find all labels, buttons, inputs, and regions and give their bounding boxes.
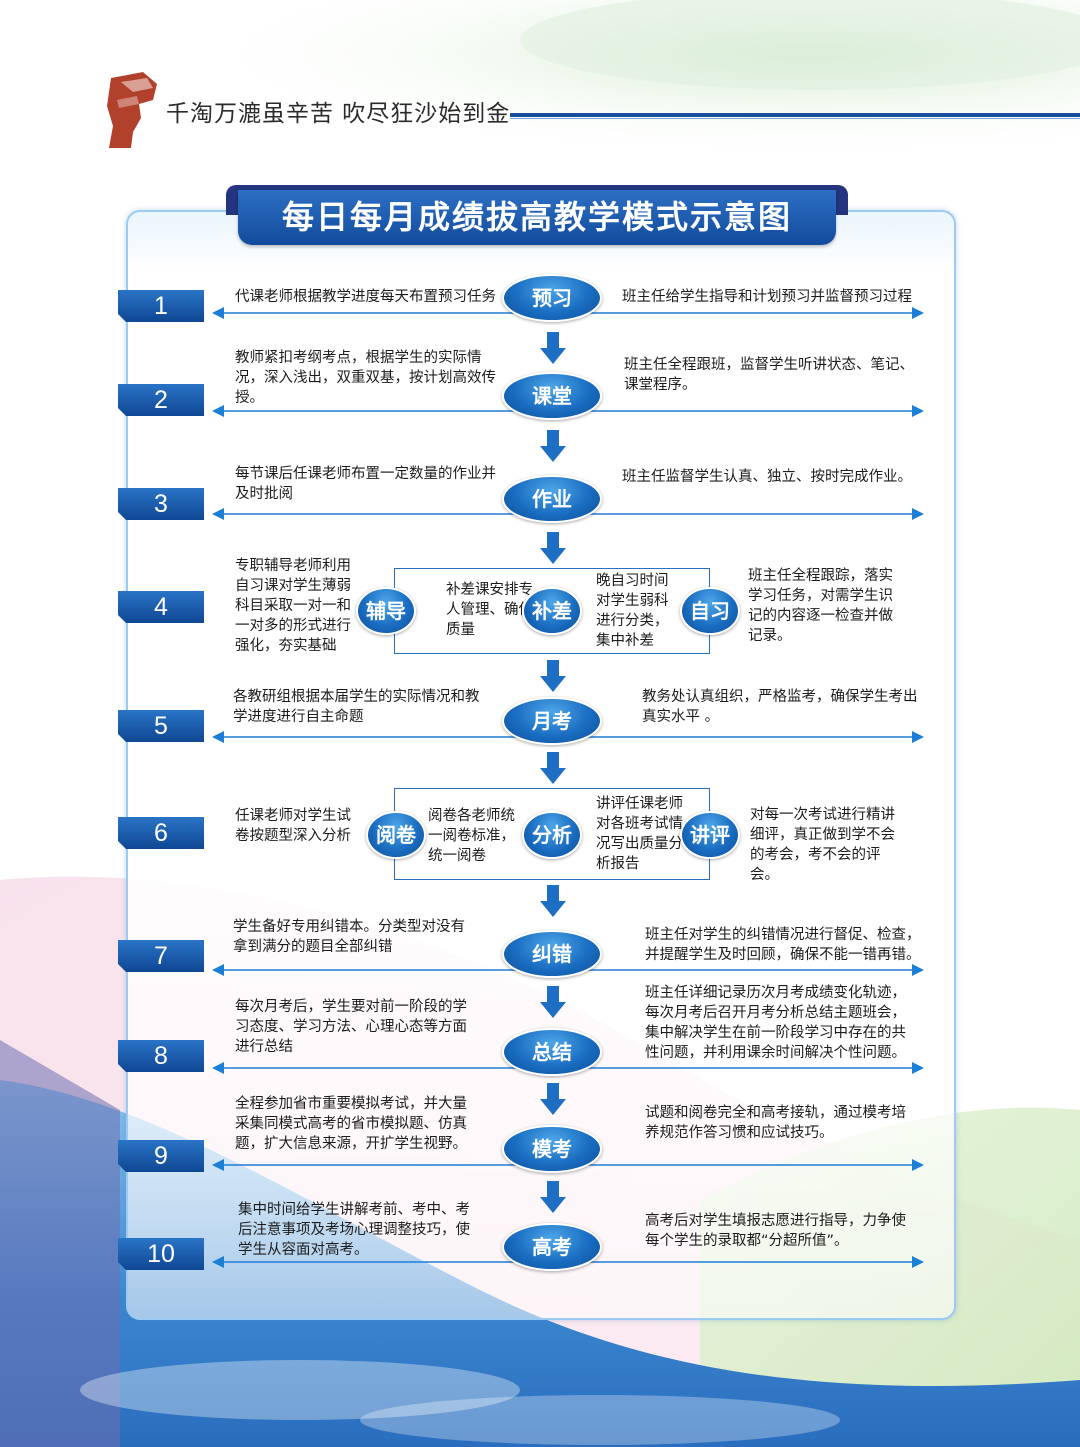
arrow-down-icon xyxy=(540,986,566,1018)
step-4-sub-text-3: 晚自习时间对学生弱科进行分类，集中补差 xyxy=(596,573,669,649)
step-9-label: 模考 xyxy=(502,1125,602,1173)
step-4-sub-text-2: 补差课安排专人管理、确保质量 xyxy=(446,582,533,638)
step-number-3: 3 xyxy=(118,488,204,520)
header-divider-thin xyxy=(510,118,1080,119)
step-10-label: 高考 xyxy=(502,1223,602,1271)
step-3-left-text: 每节课后任课老师布置一定数量的作业并及时批阅 xyxy=(235,466,496,502)
step-7-left-text: 学生备好专用纠错本。分类型对没有拿到满分的题目全部纠错 xyxy=(233,919,465,955)
step-2-left-text: 教师紧扣考纲考点，根据学生的实际情况，深入浅出，双重双基，按计划高效传授。 xyxy=(235,350,496,406)
step-10-left-text: 集中时间给学生讲解考前、考中、考后注意事项及考场心理调整技巧，使学生从容面对高考… xyxy=(238,1202,470,1258)
step-1-left-text: 代课老师根据教学进度每天布置预习任务 xyxy=(235,289,496,305)
step-6-sub-label-3: 讲评 xyxy=(680,811,740,859)
step-number-8: 8 xyxy=(118,1040,204,1072)
step-5-left-text: 各教研组根据本届学生的实际情况和教学进度进行自主命题 xyxy=(233,689,480,725)
step-number-5: 5 xyxy=(118,710,204,742)
step-2-right-text: 班主任全程跟班，监督学生听讲状态、笔记、课堂程序。 xyxy=(624,357,914,393)
step-5-label: 月考 xyxy=(502,697,602,745)
step-8-left-text: 每次月考后，学生要对前一阶段的学习态度、学习方法、心理心态等方面进行总结 xyxy=(235,999,467,1055)
step-9-left-text: 全程参加省市重要模拟考试，并大量采集同模式高考的省市模拟题、仿真题，扩大信息来源… xyxy=(235,1096,467,1152)
arrow-down-icon xyxy=(540,660,566,692)
step-number-6: 6 xyxy=(118,817,204,849)
step-9-right-text: 试题和阅卷完全和高考接轨，通过模考培养规范作答习惯和应试技巧。 xyxy=(645,1105,906,1141)
diagram-title: 每日每月成绩拔高教学模式示意图 xyxy=(238,190,836,245)
step-6-right-text: 对每一次考试进行精讲细评，真正做到学不会的考会，考不会的评会。 xyxy=(750,807,895,883)
step-number-10: 10 xyxy=(118,1238,204,1270)
step-6-sub-text-3: 讲评任课老师对各班考试情况写出质量分析报告 xyxy=(596,796,683,872)
step-1-label: 预习 xyxy=(502,274,602,322)
header-slogan: 千淘万漉虽辛苦 吹尽狂沙始到金 xyxy=(166,101,511,127)
step-4-sub-label-3: 自习 xyxy=(680,587,740,635)
step-6-sub-text-2: 阅卷各老师统一阅卷标准，统一阅卷 xyxy=(428,808,515,864)
step-10-right-text: 高考后对学生填报志愿进行指导，力争使每个学生的录取都“分超所值”。 xyxy=(645,1213,906,1249)
step-6-sub-label-2: 分析 xyxy=(522,811,582,859)
step-6-left-text: 任课老师对学生试卷按题型深入分析 xyxy=(235,808,351,844)
step-number-4: 4 xyxy=(118,591,204,623)
step-7-label: 纠错 xyxy=(502,930,602,978)
step-number-2: 2 xyxy=(118,384,204,416)
step-8-label: 总结 xyxy=(502,1028,602,1076)
arrow-down-icon xyxy=(540,1083,566,1115)
step-3-label: 作业 xyxy=(502,475,602,523)
step-4-sub-label-1: 辅导 xyxy=(356,587,416,635)
step-6-sub-label-1: 阅卷 xyxy=(366,811,426,859)
step-1-right-text: 班主任给学生指导和计划预习并监督预习过程 xyxy=(622,289,912,305)
arrow-down-icon xyxy=(540,885,566,917)
step-8-right-text: 班主任详细记录历次月考成绩变化轨迹，每次月考后召开月考分析总结主题班会，集中解决… xyxy=(645,985,906,1061)
header-divider xyxy=(510,113,1080,117)
step-number-9: 9 xyxy=(118,1140,204,1172)
step-5-right-text: 教务处认真组织，严格监考，确保学生考出真实水平 。 xyxy=(642,689,918,725)
step-3-right-text: 班主任监督学生认真、独立、按时完成作业。 xyxy=(622,469,912,485)
step-4-right-text: 班主任全程跟踪，落实学习任务，对需学生识记的内容逐一检查并做记录。 xyxy=(748,568,893,644)
step-2-label: 课堂 xyxy=(502,372,602,420)
step-4-left-text: 专职辅导老师利用自习课对学生薄弱科目采取一对一和一对多的形式进行强化，夯实基础 xyxy=(235,558,351,654)
arrow-down-icon xyxy=(540,752,566,784)
fist-logo-icon xyxy=(107,72,157,148)
step-number-1: 1 xyxy=(118,290,204,322)
arrow-down-icon xyxy=(540,430,566,462)
arrow-down-icon xyxy=(540,332,566,364)
arrow-down-icon xyxy=(540,1181,566,1213)
step-number-7: 7 xyxy=(118,940,204,972)
step-7-right-text: 班主任对学生的纠错情况进行督促、检查，并提醒学生及时回顾，确保不能一错再错。 xyxy=(645,927,921,963)
step-4-sub-label-2: 补差 xyxy=(522,587,582,635)
arrow-down-icon xyxy=(540,532,566,564)
